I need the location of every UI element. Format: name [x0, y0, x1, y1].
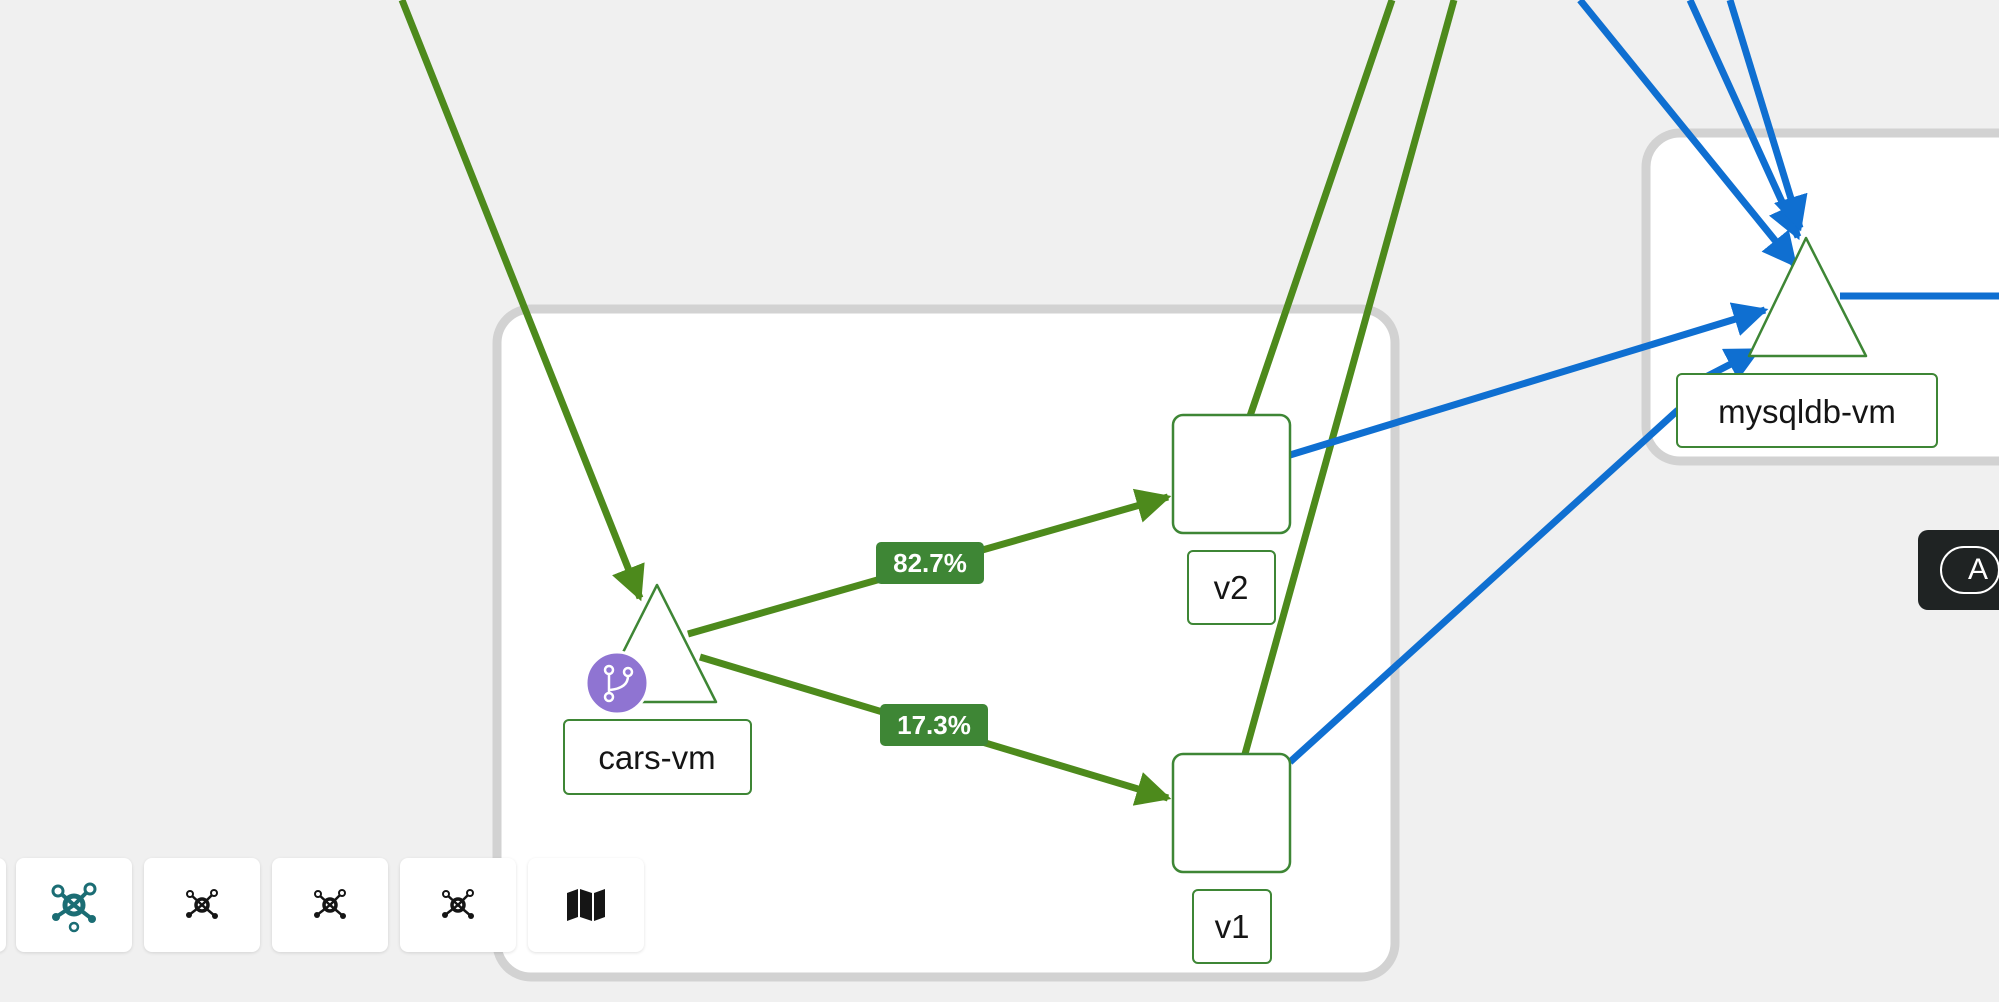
v2-node[interactable]: [1171, 413, 1292, 535]
hide-panel-button[interactable]: A: [1918, 530, 1999, 610]
v2-label-box: [1187, 550, 1276, 625]
layout-1-icon: [186, 889, 218, 919]
zoom-partial-button[interactable]: [0, 858, 6, 952]
layout-3-icon: [442, 889, 474, 919]
edge-v1-to-mysql[interactable]: [1287, 407, 1681, 765]
layout-2-icon: [314, 889, 346, 919]
app-group-box[interactable]: [492, 304, 1400, 982]
edge-label-v2-text: 82.7%: [893, 548, 967, 578]
layout-1-button[interactable]: [144, 858, 260, 952]
layout-2-button[interactable]: [272, 858, 388, 952]
edge-v1-outbound[interactable]: [1241, 0, 1458, 755]
v1-label-box: [1192, 889, 1272, 964]
layout-3-button[interactable]: [400, 858, 516, 952]
edge-label-v2-pct: 82.7%: [876, 542, 984, 584]
edge-v2-to-mysql[interactable]: [1288, 302, 1769, 459]
edge-v2-outbound[interactable]: [1246, 0, 1396, 418]
virtual-service-badge-icon: [584, 650, 650, 716]
hide-panel-label: A: [1940, 546, 1999, 594]
v1-label: v1: [1215, 908, 1250, 945]
mysqldb-vm-label: mysqldb-vm: [1718, 393, 1896, 430]
cars-vm-label-box: [563, 719, 752, 795]
edge-label-v1-text: 17.3%: [897, 710, 971, 740]
layout-default-button[interactable]: [16, 858, 132, 952]
edge-label-v1-pct: 17.3%: [880, 704, 988, 746]
mysqldb-vm-node[interactable]: [1747, 236, 1868, 358]
v2-label: v2: [1214, 569, 1249, 606]
map-view-button[interactable]: [528, 858, 644, 952]
layout-default-icon: [51, 882, 97, 933]
edge-incoming-cars[interactable]: [398, 0, 645, 602]
mysqldb-vm-label-box: [1676, 373, 1938, 448]
edge-blue-top-1[interactable]: [1577, 0, 1798, 268]
v1-node[interactable]: [1171, 752, 1292, 874]
cars-vm-label: cars-vm: [598, 739, 715, 776]
map-icon: [567, 889, 605, 921]
edge-blue-top-3[interactable]: [1726, 0, 1808, 232]
